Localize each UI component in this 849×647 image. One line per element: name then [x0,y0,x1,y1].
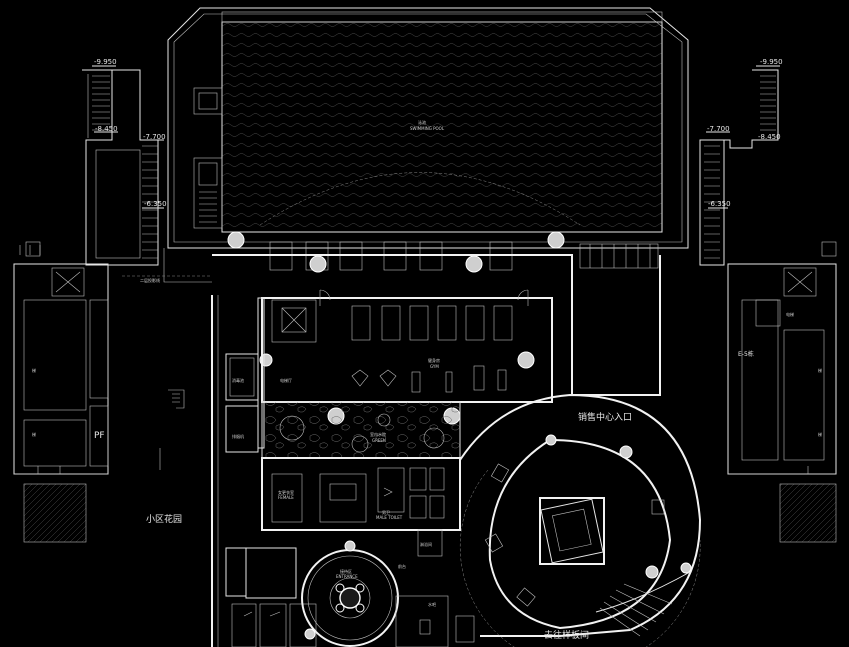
right-building [727,263,837,543]
level-left-top: -9.950 [94,58,117,66]
level-left-mid-a: -8.450 [95,125,118,133]
indoor-garden [261,401,461,459]
service-rooms [211,295,265,647]
left-room-b-label: 梯 [32,431,36,437]
corridor-note: 二层投影线 [140,277,160,283]
lounge-label: 淋浴间 [420,541,432,547]
level-left-mid-b: -7.700 [143,133,166,141]
garden-label-en: GREEN [372,438,386,443]
left-room-a-label: 梯 [32,367,36,373]
female-label: 女更衣室 [278,489,294,495]
right-room-label: E-5栋 [738,350,754,358]
sales-entrance-label: 销售中心入口 [578,411,632,423]
level-right-top: -9.950 [760,58,783,66]
left-stair [19,69,159,266]
pool-label-en: SWIMMING POOL [410,126,445,131]
to-model-room-label: 去往样板间 [544,629,589,641]
right-stair [699,69,837,266]
level-right-low: -6.350 [708,200,731,208]
room-a-label: 消毒池 [232,377,244,383]
lobby-label: 接待区 [340,568,352,574]
pool-label: 泳池 [418,119,426,125]
elevator-hall-label: 电梯厅 [280,377,292,383]
community-garden-label: 小区花园 [146,513,182,525]
bar-label: 前台 [398,563,406,569]
reception-label: 水吧 [428,601,436,607]
lobby-label-en: ENTRANCE [336,574,358,579]
male-label: 男卫 [382,510,390,515]
sales-centre [459,393,702,647]
male-label-en: MALE TOILET [376,515,403,520]
swimming-pool [167,7,689,249]
gym-label-en: GYM [430,364,439,369]
female-label-en: FEMALE [278,495,294,500]
level-markers: -9.950 -8.450 -7.700 -6.350 -9.950 -7.70… [92,58,783,209]
level-right-mid-b: -8.450 [758,133,781,141]
level-right-mid-a: -7.700 [707,125,730,133]
gym-label: 健身房 [428,357,440,363]
garden-stair [168,389,185,409]
lobby [301,540,475,647]
room-b-label: 排烟机 [232,433,244,439]
left-code-label: PF [94,431,105,441]
pool-columns [227,231,565,425]
room-labels: 泳池 SWIMMING POOL 健身房 GYM 室内水院 GREEN 销售中心… [32,119,822,641]
changing-rooms [261,457,461,557]
garden-label: 室内水院 [370,431,386,437]
right-room-b-label: 梯 [818,431,822,437]
level-left-low: -6.350 [144,200,167,208]
gym [261,289,553,403]
right-room-a-label: 梯 [818,367,822,373]
left-building [13,263,109,543]
right-code-label: 电梯 [786,311,794,317]
